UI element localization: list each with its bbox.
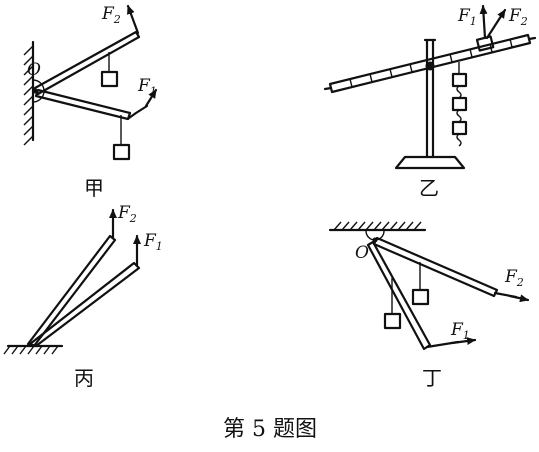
ding-weight-2 [383,278,402,330]
bing-caption: 丙 [74,366,94,390]
jia-f2-label: F2 [101,4,121,26]
jia-upper-lever [33,30,141,96]
yi-hanging-weights [451,62,468,147]
ding-f2-label: F2 [504,267,524,289]
bing-steep-lever [26,234,117,348]
jia-f1-arrow [144,88,158,108]
yi-f2-label: F2 [508,6,528,28]
ding-pivot-label: O [355,243,369,263]
yi-spring-scale [475,35,495,52]
jia-upper-weight [100,52,119,88]
ding-f1-arrow [450,337,477,346]
yi-lever-bar [323,33,537,94]
panel-jia: O F2 F1 甲 [23,4,158,200]
ding-ceiling [328,221,427,232]
bing-shallow-lever [28,261,141,348]
jia-wall [23,40,35,146]
yi-f1-label: F1 [457,6,477,28]
ding-weight-1 [411,262,430,306]
ding-caption: 丁 [422,366,442,390]
bing-f1-label: F1 [143,231,163,253]
bing-f2-label: F2 [117,203,137,225]
figure-title: 第 5 题图 [223,417,317,442]
jia-f1-label: F1 [137,76,157,98]
ding-shallow-lever [372,236,518,299]
panel-ding: O F2 F1 丁 [328,221,530,390]
jia-f2-arrow [126,4,140,35]
bing-ground [3,344,64,355]
panel-bing: F2 F1 丙 [3,203,163,390]
jia-lower-weight [112,115,131,161]
ding-f1-label: F1 [450,320,470,342]
jia-pivot-label: O [27,60,41,80]
yi-f1-arrow [479,4,488,40]
ding-f2-arrow [508,294,530,303]
panel-yi: F1 F2 乙 [323,4,537,200]
jia-lower-lever [34,88,149,121]
yi-f2-arrow [485,8,507,40]
yi-caption: 乙 [419,176,439,200]
jia-caption: 甲 [84,176,104,200]
